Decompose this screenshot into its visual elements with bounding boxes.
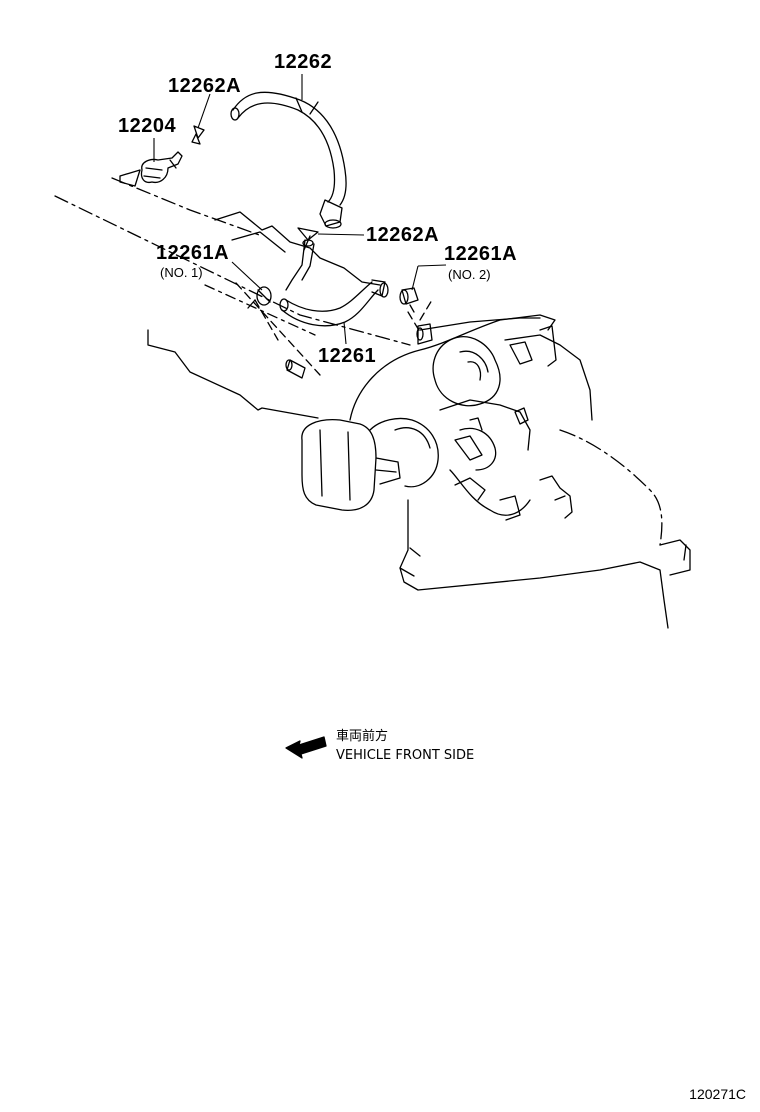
direction-japanese: 車両前方 [336,729,389,744]
pipe-connector [285,239,315,291]
hose-12261 [279,279,389,327]
label-12261a-no1-note: (NO. 1) [160,265,203,280]
label-12204: 12204 [118,115,177,137]
intake-assembly [349,314,593,521]
clip-12262a-mid [297,227,319,251]
manifold-lower [399,499,691,629]
label-12262a-mid: 12262A [366,224,440,246]
pcv-valve-12204 [140,151,183,184]
label-12261: 12261 [318,345,377,367]
label-12261a-no1: 12261A [156,242,230,264]
diagram-code: 120271C [689,1086,746,1102]
air-box [301,419,401,511]
engine-head-outline [54,169,411,419]
clip-12261a-no1 [247,286,272,309]
label-12261a-no2-note: (NO. 2) [448,267,491,282]
label-12262a-top: 12262A [168,75,242,97]
hose-12262 [230,91,347,229]
manifold-dashed [559,429,663,546]
pipe-stub [285,359,306,379]
clip-12262a-top [191,125,205,145]
front-direction-arrow [285,736,327,759]
label-12261a-no2: 12261A [444,243,518,265]
clip-12261a-no2 [399,287,419,313]
direction-english: VEHICLE FRONT SIDE [336,748,475,763]
label-12262: 12262 [274,51,333,73]
